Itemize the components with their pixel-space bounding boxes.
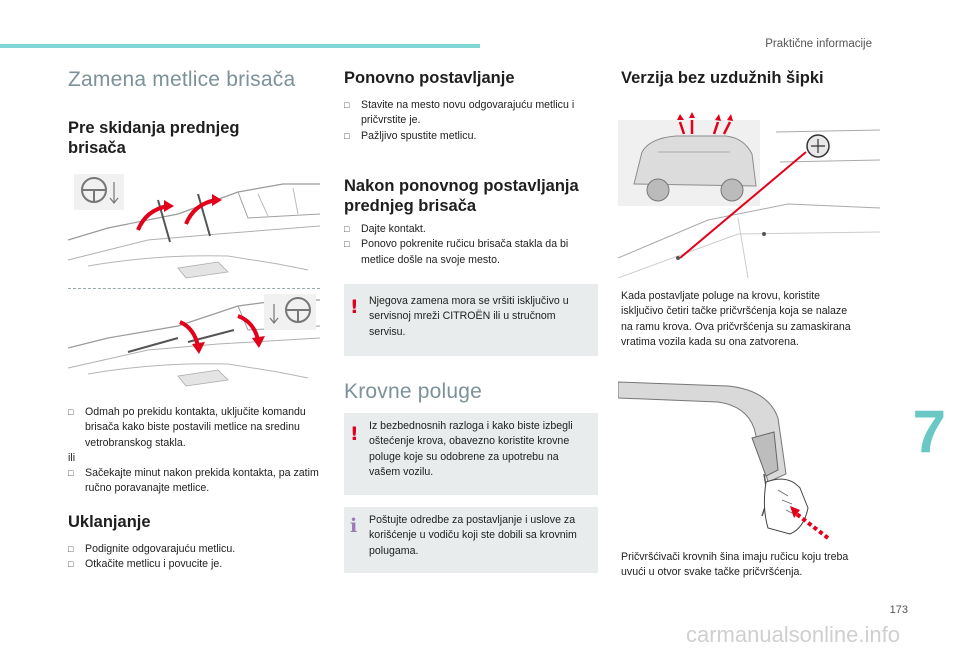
removal-steps: Podignite odgovarajuću metlicu. Otkačite… — [68, 542, 326, 573]
bullet-ignition-on: Dajte kontakt. — [344, 222, 600, 238]
warning-icon: ! — [350, 296, 359, 318]
illustration-divider — [68, 288, 320, 289]
bullet-operate-wiper: Ponovo pokrenite ručicu brisača stakla d… — [344, 237, 600, 268]
bullet-lift-blade: Podignite odgovarajuću metlicu. — [68, 542, 326, 558]
bullet-wiper-control: Odmah po prekidu kontakta, uključite kom… — [68, 405, 326, 451]
info-roof-text: Poštujte odredbe za postavljanje i uslov… — [369, 514, 577, 557]
heading-after-reinstall: Nakon ponovnog postavljanja prednjeg bri… — [344, 177, 579, 215]
or-text: ili — [68, 451, 76, 464]
page-number: 173 — [889, 604, 908, 616]
watermark: carmanualsonline.info — [685, 622, 900, 647]
heading-version-without-rails: Verzija bez uzdužnih šipki — [621, 69, 824, 87]
warning-icon: ! — [350, 423, 359, 445]
warning-note-text: Njegova zamena mora se vršiti isključivo… — [369, 295, 569, 338]
info-icon: i — [350, 515, 358, 537]
bullet-wait-minute: Sačekajte minut nakon prekida kontakta, … — [68, 466, 326, 497]
info-note-roof: i Poštujte odredbe za postavljanje i usl… — [344, 507, 598, 573]
warning-note-service: ! Njegova zamena mora se vršiti isključi… — [344, 284, 598, 356]
roof-fixing-text: Kada postavljate poluge na krovu, korist… — [621, 290, 851, 348]
wiper-lower-illustration — [68, 292, 320, 396]
chapter-number: 7 — [912, 398, 946, 465]
subheading-removal: Uklanjanje — [68, 513, 151, 531]
subheading-before-removal: Pre skidanja prednjeg brisača — [68, 119, 240, 157]
rail-handle-text: Pričvršćivači krovnih šina imaju ručicu … — [621, 551, 849, 579]
header-accent-bar — [0, 44, 480, 48]
bullet-unhook-blade: Otkačite metlicu i povucite je. — [68, 557, 326, 573]
heading-reinstall: Ponovno postavljanje — [344, 69, 515, 87]
page-title: Zamena metlice brisača — [68, 68, 296, 91]
bullet-lower-blade: Pažljivo spustite metlicu. — [344, 129, 600, 145]
section-header: Praktične informacije — [765, 38, 872, 50]
wiper-raise-illustration — [68, 170, 320, 288]
reinstall-steps: Stavite na mesto novu odgovarajuću metli… — [344, 98, 600, 144]
heading-roof-bars: Krovne poluge — [344, 380, 483, 403]
warning-note-roof: ! Iz bezbednosnih razloga i kako biste i… — [344, 413, 598, 495]
after-reinstall-steps: Dajte kontakt. Ponovo pokrenite ručicu b… — [344, 222, 600, 268]
roof-bar-clamp-illustration — [618, 378, 880, 542]
roof-fixing-illustration — [618, 108, 880, 278]
column1-text: Odmah po prekidu kontakta, uključite kom… — [68, 405, 326, 497]
warning-roof-text: Iz bezbednosnih razloga i kako biste izb… — [369, 420, 573, 478]
bullet-fit-new-blade: Stavite na mesto novu odgovarajuću metli… — [344, 98, 600, 129]
